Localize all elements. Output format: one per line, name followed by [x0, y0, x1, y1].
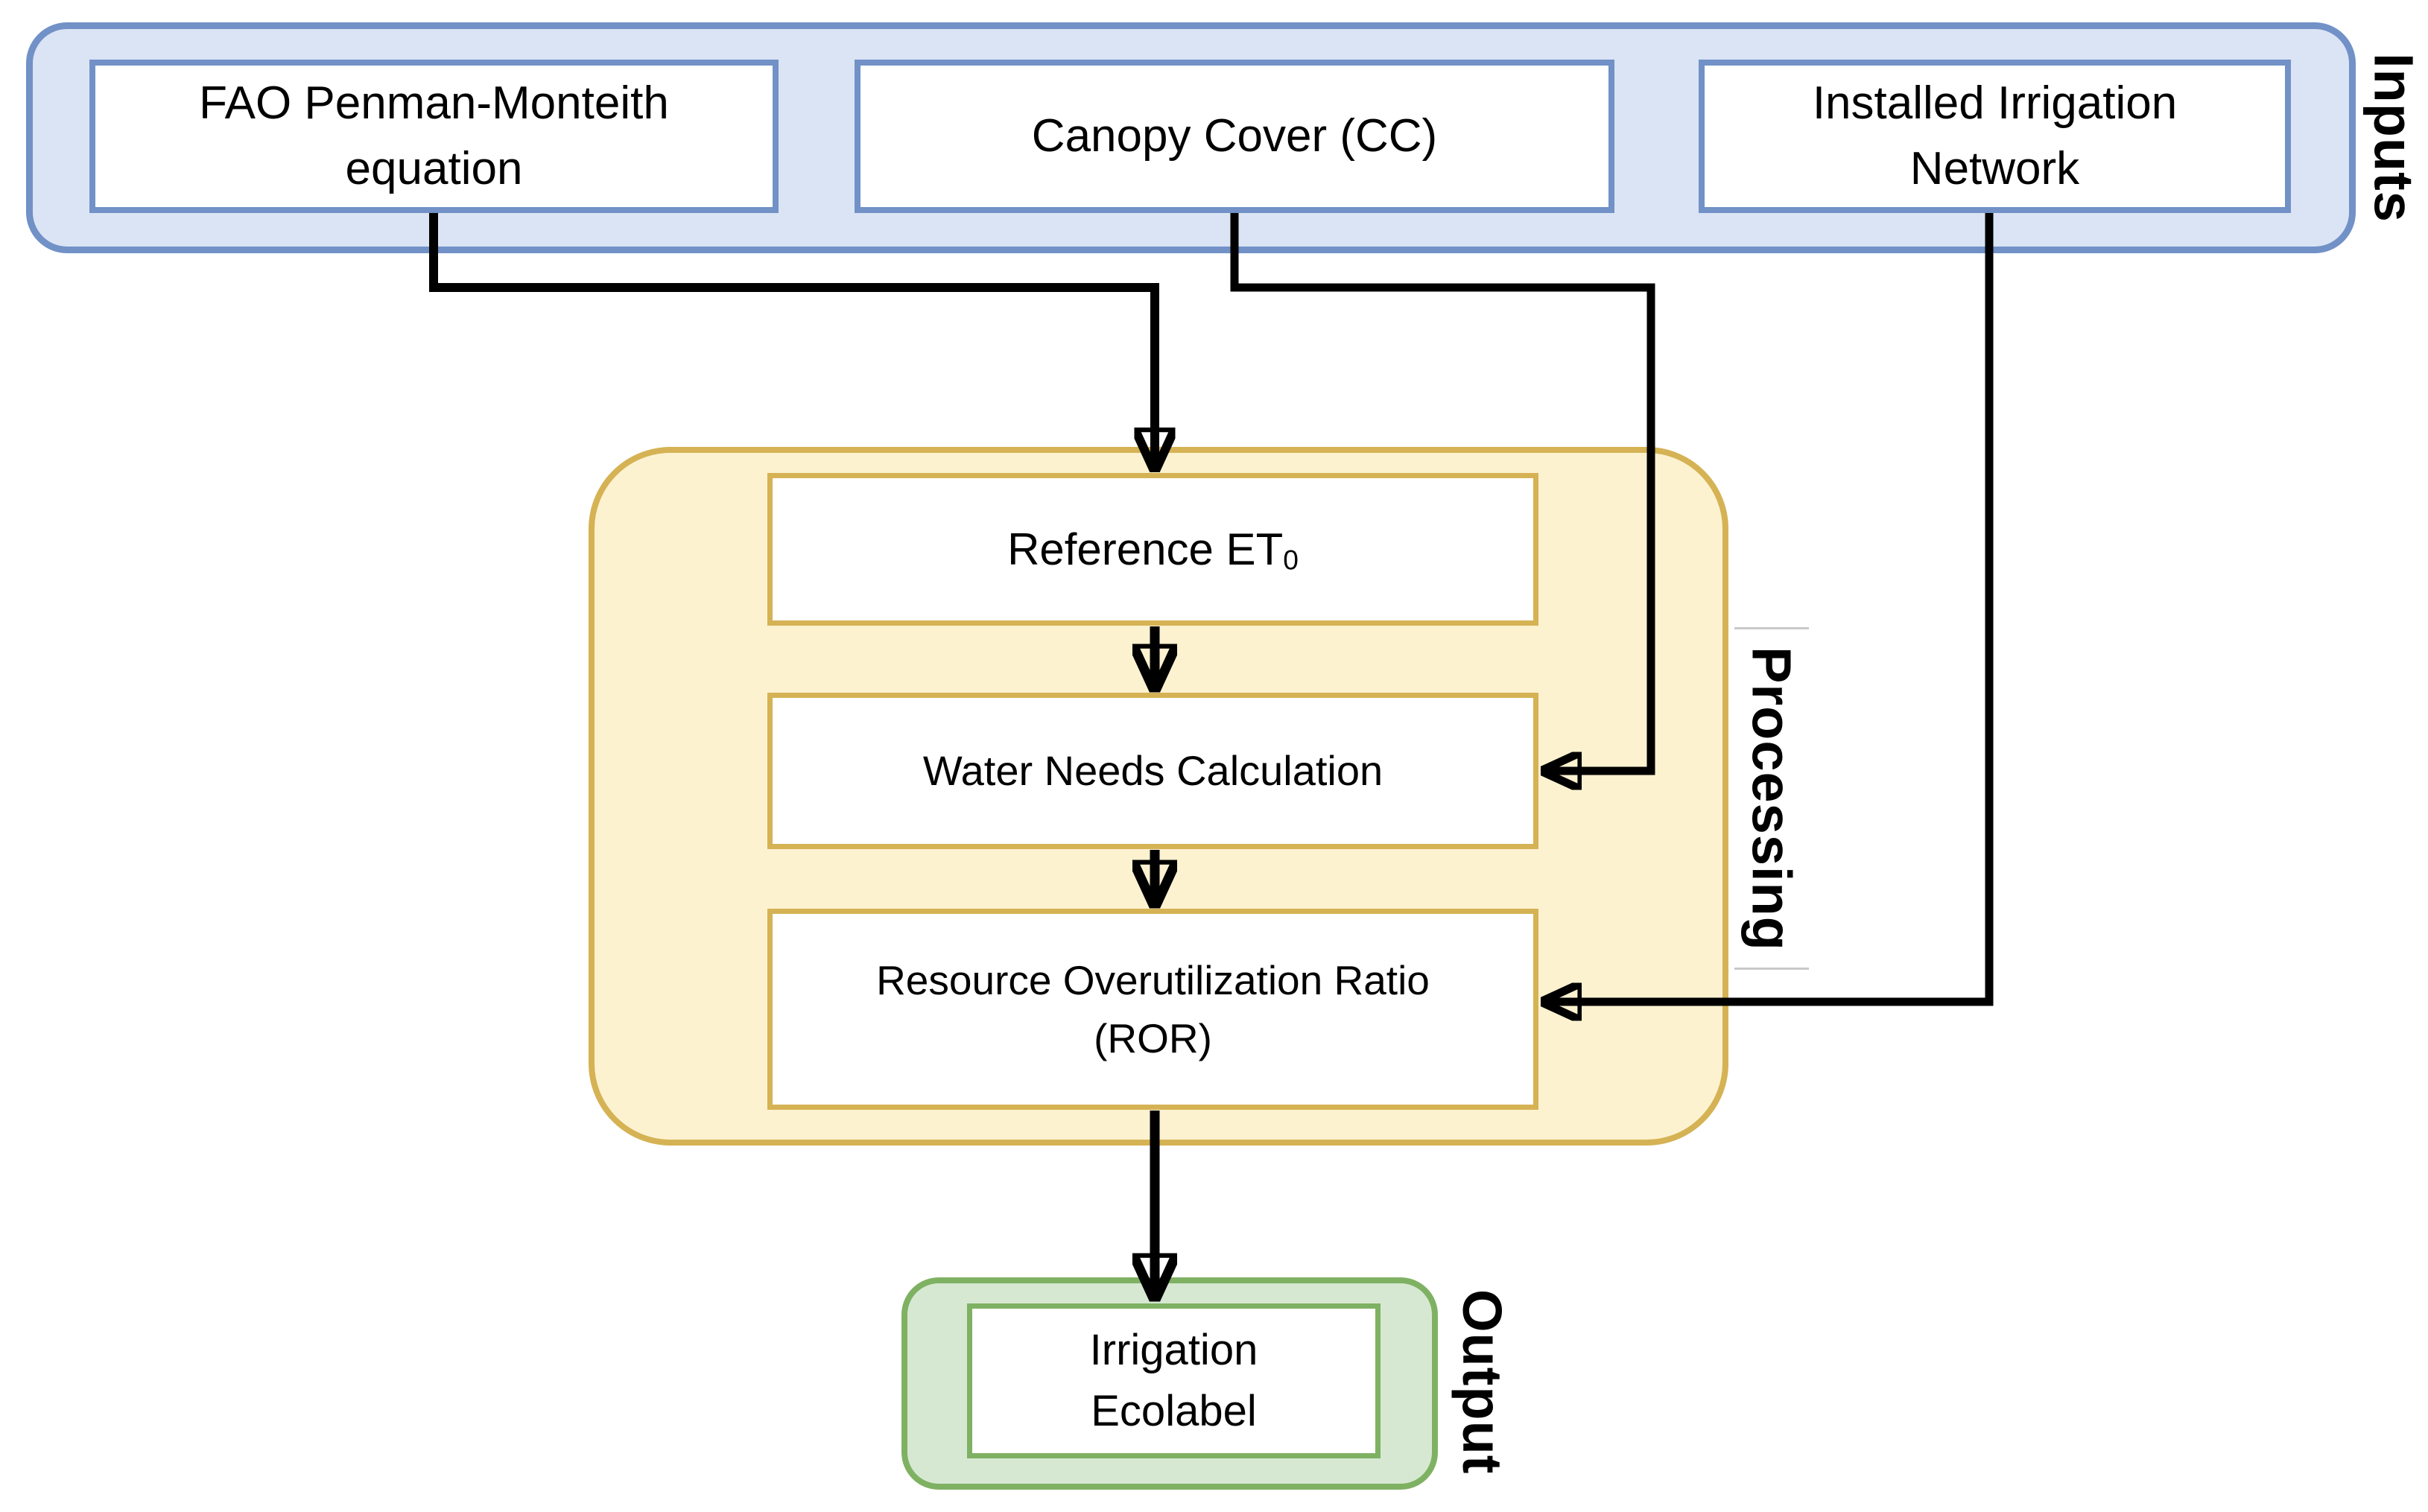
- node-canopy-cover: Canopy Cover (CC): [855, 60, 1614, 213]
- node-reference-subscript: 0: [1283, 544, 1299, 576]
- node-reference-text: Reference ET0: [1007, 524, 1299, 576]
- node-ecolabel-line1: Irrigation: [1089, 1325, 1258, 1374]
- node-network-line1: Installed Irrigation: [1812, 77, 2178, 129]
- node-water-line1: Water Needs Calculation: [922, 747, 1383, 795]
- inputs-group-label: Inputs: [2362, 53, 2425, 223]
- processing-group-label: Processing: [1740, 646, 1803, 951]
- node-installed-irrigation-network: Installed Irrigation Network: [1699, 60, 2291, 213]
- inputs-group-label-wrap: Inputs: [2360, 30, 2427, 246]
- node-ecolabel-line2: Ecolabel: [1091, 1387, 1257, 1435]
- node-irrigation-ecolabel: Irrigation Ecolabel: [967, 1303, 1381, 1458]
- node-fao-line2: equation: [345, 143, 523, 194]
- node-ror-line2: (ROR): [1094, 1015, 1212, 1061]
- node-network-line2: Network: [1909, 143, 2080, 194]
- node-ror-line1: Resource Overutilization Ratio: [876, 956, 1430, 1003]
- node-fao-line1: FAO Penman-Monteith: [199, 77, 669, 129]
- node-fao-penman-monteith: FAO Penman-Monteith equation: [89, 60, 779, 213]
- node-resource-overutilization-ratio: Resource Overutilization Ratio (ROR): [767, 909, 1538, 1110]
- node-reference-et0: Reference ET0: [767, 473, 1538, 626]
- processing-group-label-wrap: Processing: [1734, 627, 1809, 970]
- node-water-needs-calculation: Water Needs Calculation: [767, 693, 1538, 849]
- node-canopy-line1: Canopy Cover (CC): [1031, 109, 1438, 162]
- output-group-label: Output: [1451, 1289, 1513, 1475]
- output-group-label-wrap: Output: [1447, 1275, 1518, 1488]
